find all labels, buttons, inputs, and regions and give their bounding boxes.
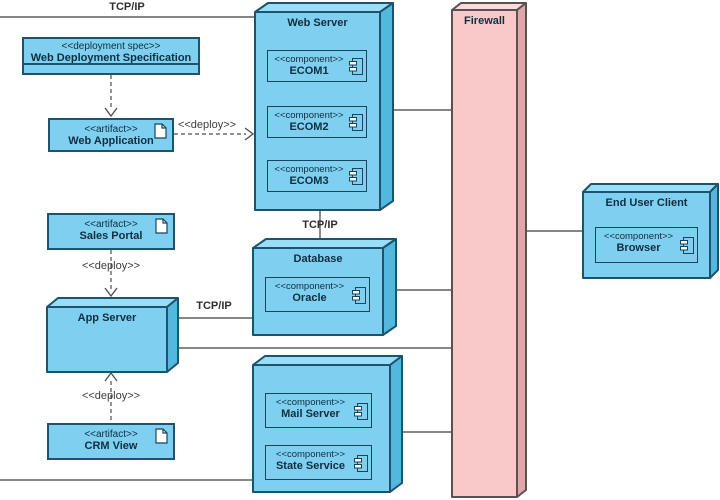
arrowhead-down-sales <box>104 287 118 298</box>
node-app-server[interactable] <box>46 297 179 373</box>
app-server-front-face <box>46 306 168 373</box>
component-icon <box>349 168 363 185</box>
database-title: Database <box>293 253 343 265</box>
app-server-top-face <box>46 297 179 308</box>
component-name: ECOM3 <box>289 175 329 187</box>
stereotype-label: <<component>> <box>603 231 674 242</box>
firewall-side-face <box>516 2 527 498</box>
component-ecom3[interactable]: <<component>> ECOM3 <box>267 160 367 192</box>
connector-label-tcpip-appserver-database: TCP/IP <box>196 300 232 312</box>
connector-label-deploy-crmview: <<deploy>> <box>81 390 141 402</box>
web-server-side-face <box>379 2 394 211</box>
artifact-web-application[interactable]: <<artifact>> Web Application <box>48 118 174 152</box>
arrowhead-up-crm <box>104 371 118 382</box>
document-icon <box>155 218 168 234</box>
component-browser[interactable]: <<component>> Browser <box>595 227 698 263</box>
arrowhead-down-spec <box>104 107 118 118</box>
component-name: ECOM2 <box>289 121 329 133</box>
arrowhead-right-deploy <box>244 127 255 141</box>
mail-state-side-face <box>389 355 403 493</box>
end-user-client-title: End User Client <box>605 197 688 209</box>
artifact-crm-view[interactable]: <<artifact>> CRM View <box>47 423 175 460</box>
compartment-divider <box>22 63 200 65</box>
artifact-name: CRM View <box>84 440 138 452</box>
stereotype-label: <<component>> <box>275 397 346 408</box>
artifact-name: Web Application <box>68 135 154 147</box>
component-name: Browser <box>616 242 661 254</box>
web-server-top-face <box>254 2 394 13</box>
stereotype-label: <<artifact>> <box>84 124 138 135</box>
component-ecom2[interactable]: <<component>> ECOM2 <box>267 106 367 138</box>
component-name: State Service <box>275 460 346 472</box>
end-user-client-top-face <box>582 183 719 193</box>
stereotype-label: <<artifact>> <box>84 219 138 230</box>
document-icon <box>154 123 167 139</box>
component-icon <box>352 286 366 304</box>
component-name: Mail Server <box>281 408 340 420</box>
stereotype-label: <<component>> <box>274 164 344 175</box>
component-icon <box>349 114 363 131</box>
stereotype-label: <<artifact>> <box>84 429 138 440</box>
component-name: Oracle <box>292 292 327 304</box>
stereotype-label: <<component>> <box>274 54 344 65</box>
firewall-title: Firewall <box>464 15 505 27</box>
app-server-title: App Server <box>77 312 137 324</box>
connector-label-tcpip-top: TCP/IP <box>109 1 145 13</box>
artifact-name: Sales Portal <box>79 230 143 242</box>
firewall-top-face <box>451 2 527 11</box>
firewall-front-face <box>451 9 518 498</box>
stereotype-label: <<component>> <box>274 110 344 121</box>
stereotype-label: <<deployment spec>> <box>61 41 161 52</box>
connector-label-deploy-salesportal: <<deploy>> <box>81 260 141 272</box>
component-state-service[interactable]: <<component>> State Service <box>265 445 372 480</box>
connector-label-tcpip-webserver-database: TCP/IP <box>302 219 338 231</box>
deploy-connectors <box>110 75 246 423</box>
component-oracle[interactable]: <<component>> Oracle <box>265 277 370 312</box>
artifact-sales-portal[interactable]: <<artifact>> Sales Portal <box>47 213 175 250</box>
end-user-client-side-face <box>709 183 719 279</box>
database-top-face <box>252 238 397 249</box>
artifact-web-deployment-specification[interactable]: <<deployment spec>> Web Deployment Speci… <box>22 37 200 75</box>
stereotype-label: <<component>> <box>274 281 345 292</box>
component-ecom1[interactable]: <<component>> ECOM1 <box>267 50 367 82</box>
database-side-face <box>382 238 397 336</box>
document-icon <box>155 428 168 444</box>
component-icon <box>354 402 368 420</box>
component-mail-server[interactable]: <<component>> Mail Server <box>265 393 372 428</box>
component-icon <box>354 454 368 472</box>
web-server-title: Web Server <box>287 17 348 29</box>
artifact-name: Web Deployment Specification <box>30 52 192 64</box>
stereotype-label: <<component>> <box>275 449 346 460</box>
component-icon <box>349 58 363 75</box>
mail-state-top-face <box>252 355 403 366</box>
node-firewall[interactable] <box>451 2 527 498</box>
connector-label-deploy-webapp: <<deploy>> <box>177 119 237 131</box>
component-icon <box>680 237 694 254</box>
component-name: ECOM1 <box>289 65 329 77</box>
